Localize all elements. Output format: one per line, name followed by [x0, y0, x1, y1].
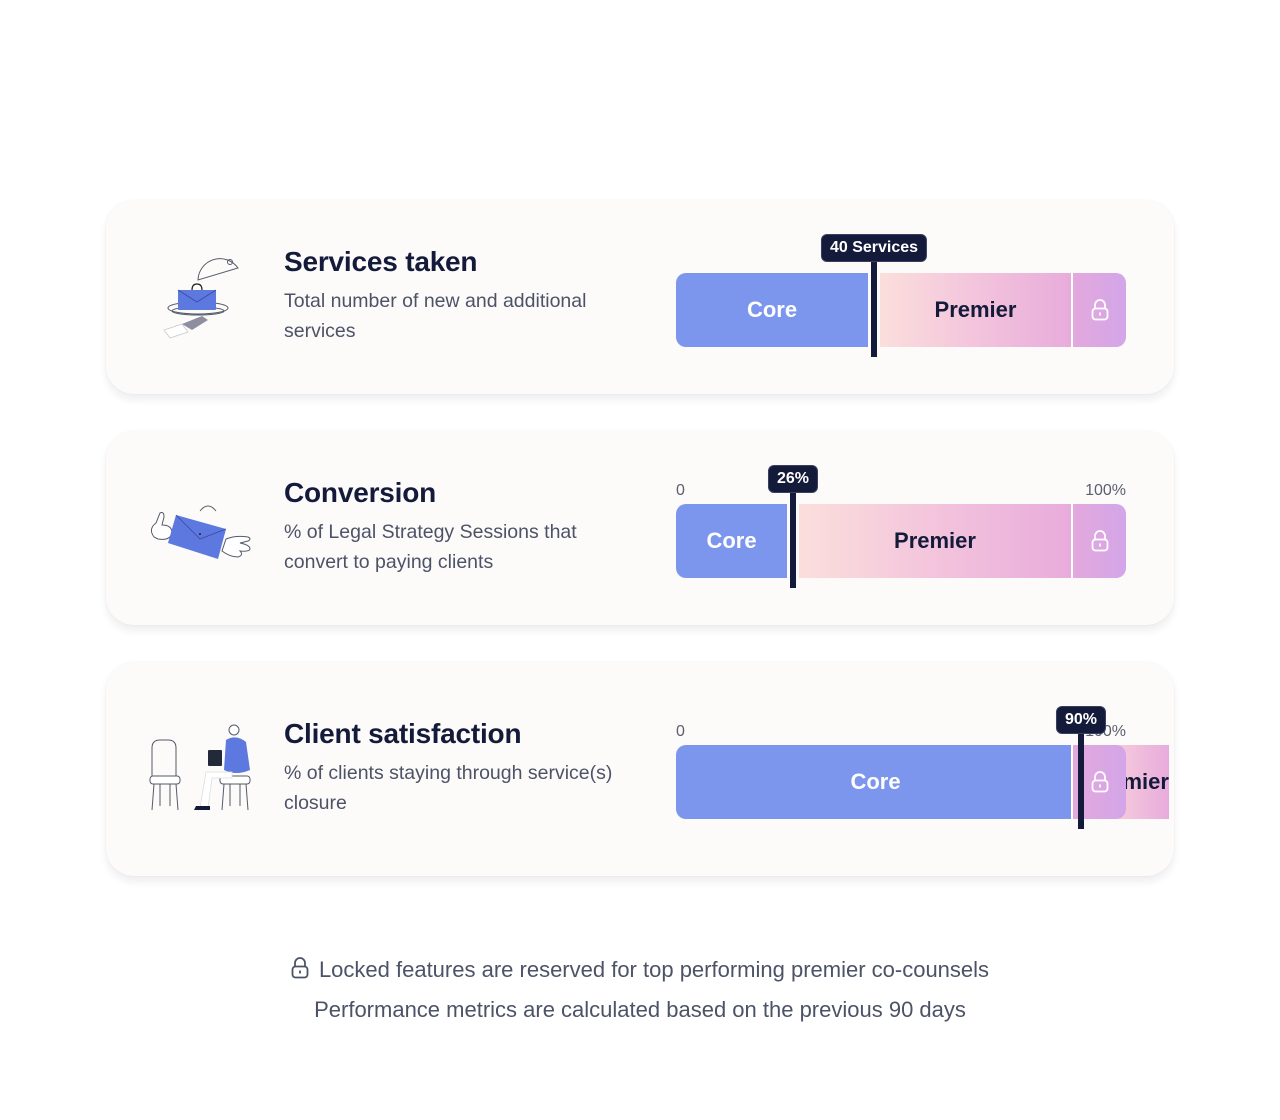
metric-title: Conversion [284, 477, 437, 508]
core-label: Core [746, 297, 798, 322]
metric-card-services-taken: Services taken Total number of new and a… [106, 200, 1174, 394]
marker-badge: 90% [1055, 706, 1107, 734]
locked-note-text: Locked features are reserved for top per… [318, 957, 990, 982]
lock-icon [291, 957, 309, 979]
premier-segment: Premier [799, 504, 1071, 578]
marker-line [790, 490, 796, 588]
premier-label: Premier [894, 528, 976, 553]
metric-card-client-satisfaction: Client satisfaction % of clients staying… [106, 662, 1174, 876]
marker-badge: 26% [767, 465, 819, 493]
serving-tray-briefcase-illustration [163, 258, 239, 339]
performance-meter: 0 100% Core Premier 90% [676, 706, 1169, 829]
locked-segment [1071, 504, 1126, 578]
axis-max-label: 100% [1085, 482, 1126, 499]
metric-description: Total number of new and additional servi… [284, 290, 587, 342]
metric-card-conversion: Conversion % of Legal Strategy Sessions … [106, 431, 1174, 625]
axis-min-label: 0 [676, 482, 685, 499]
metric-title: Client satisfaction [284, 718, 522, 749]
period-note: Performance metrics are calculated based… [314, 997, 966, 1022]
metric-description: % of clients staying through service(s) … [284, 762, 613, 814]
marker-line [1078, 731, 1084, 829]
metric-title: Services taken [284, 246, 478, 277]
lock-icon [1091, 299, 1108, 321]
performance-meter: 0 100% Core Premier 26% [676, 465, 1126, 588]
handshake-briefcase-illustration [150, 505, 251, 559]
core-segment: Core [676, 504, 787, 578]
performance-meter: Core Premier 40 Services [676, 234, 1126, 357]
lock-icon [1091, 530, 1108, 552]
locked-segment [1071, 273, 1126, 347]
metric-description: % of Legal Strategy Sessions that conver… [284, 521, 577, 573]
marker-line [871, 259, 877, 357]
core-label: Core [706, 528, 757, 553]
client-seated-illustration [149, 724, 251, 811]
core-segment: Core [676, 273, 868, 347]
lock-icon [1091, 771, 1108, 793]
premier-label: Premier [934, 297, 1017, 322]
locked-features-note: Locked features are reserved for top per… [0, 956, 1280, 983]
core-segment: Core [676, 745, 1075, 819]
core-label: Core [850, 769, 901, 794]
marker-badge: 40 Services [820, 234, 928, 262]
axis-min-label: 0 [676, 723, 685, 740]
premier-segment: Premier [880, 273, 1071, 347]
